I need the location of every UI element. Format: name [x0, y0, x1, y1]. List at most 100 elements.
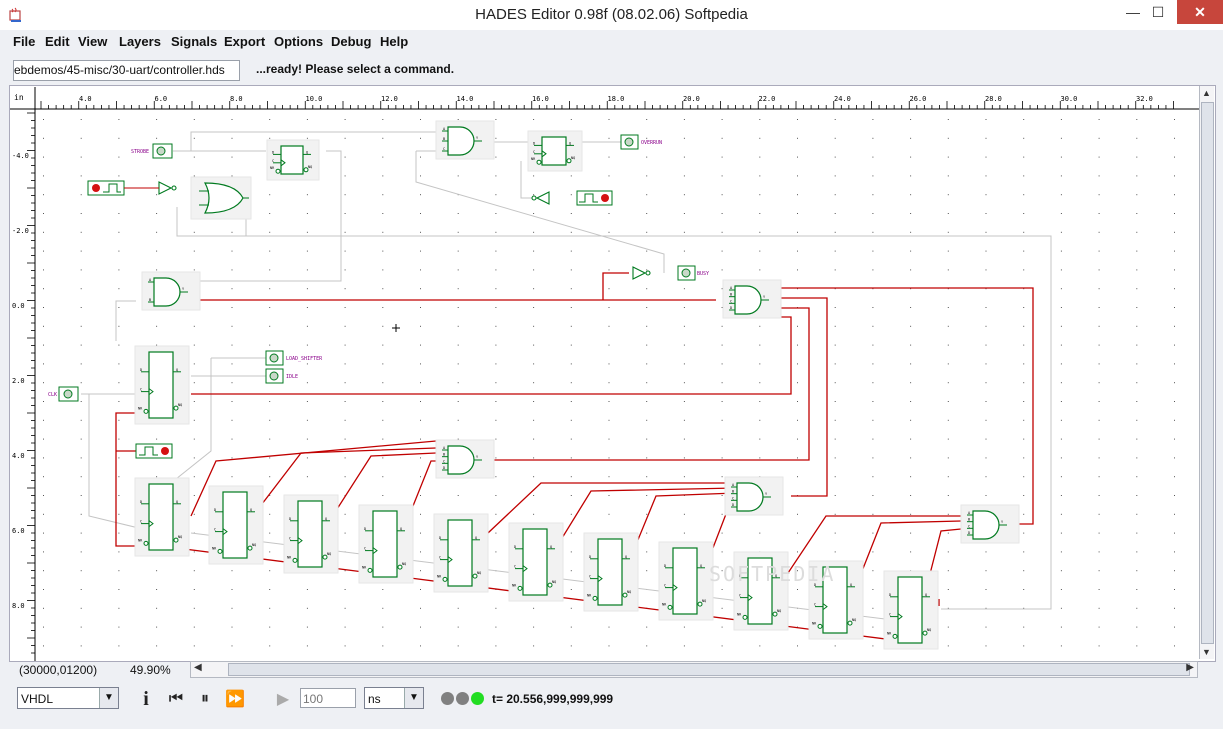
svg-text:Q: Q [569, 141, 571, 145]
time-unit-select[interactable]: ns ▼ [364, 687, 424, 709]
svg-text:A: A [732, 483, 735, 487]
ruler-x-label: 32.0 [1136, 95, 1153, 103]
svg-text:NR: NR [212, 546, 217, 550]
info-icon[interactable]: i [143, 687, 149, 710]
svg-text:B: B [732, 490, 734, 494]
svg-text:B: B [443, 453, 445, 457]
zoom-level: 49.90% [130, 663, 171, 677]
scroll-right-icon[interactable]: ▶ [1186, 662, 1194, 673]
pause-icon[interactable]: ⏸ [200, 690, 209, 707]
minimize-icon[interactable]: — [1126, 4, 1140, 20]
svg-text:D: D [664, 564, 666, 568]
scroll-left-icon[interactable]: ◀ [194, 662, 202, 673]
and-gate-state[interactable]: ABY [141, 271, 201, 311]
menu-file[interactable]: File [13, 34, 36, 49]
vertical-scrollbar[interactable]: ▲ ▼ [1199, 86, 1214, 659]
title-bar: HADES Editor 0.98f (08.02.06) Softpedia … [0, 0, 1223, 31]
svg-text:B: B [149, 298, 151, 302]
svg-text:C: C [272, 159, 274, 163]
svg-text:C: C [289, 537, 291, 541]
svg-text:D: D [443, 466, 445, 470]
menu-export[interactable]: Export [224, 34, 266, 49]
maximize-icon[interactable]: ☐ [1151, 3, 1165, 20]
svg-text:NQ: NQ [552, 580, 556, 584]
svg-text:NR: NR [138, 538, 143, 542]
horizontal-scroll-thumb[interactable] [228, 663, 1190, 676]
language-select[interactable]: VHDL ▼ [17, 687, 119, 709]
menu-signals[interactable]: Signals [171, 34, 218, 49]
menu-bar: File Edit View Layers Signals Export Opt… [0, 30, 1223, 54]
fast-forward-icon[interactable]: ⏩ [225, 691, 245, 708]
menu-view[interactable]: View [78, 34, 108, 49]
scroll-up-icon[interactable]: ▲ [1202, 88, 1211, 98]
svg-text:D: D [589, 555, 591, 559]
inverter-overrun[interactable] [531, 191, 550, 205]
idle-output[interactable]: IDLE [265, 368, 298, 384]
clk-input[interactable]: CLK [48, 386, 79, 402]
svg-text:D: D [732, 503, 734, 507]
scroll-down-icon[interactable]: ▼ [1202, 647, 1211, 657]
rewind-icon[interactable]: ⏮ [168, 690, 184, 707]
overrun-output[interactable]: OVERRUN [620, 134, 662, 150]
chevron-down-icon[interactable]: ▼ [404, 688, 423, 708]
ruler-x-label: 28.0 [985, 95, 1002, 103]
svg-text:C: C [889, 613, 891, 617]
busy-output[interactable]: BUSY [677, 265, 709, 281]
svg-text:NR: NR [531, 157, 536, 161]
menu-debug[interactable]: Debug [331, 34, 372, 49]
svg-text:NQ: NQ [927, 628, 931, 632]
svg-text:Q: Q [850, 583, 852, 587]
menu-edit[interactable]: Edit [45, 34, 70, 49]
load-shifter-output[interactable]: LOAD_SHIFTER [265, 350, 323, 366]
ruler-x-label: 22.0 [759, 95, 776, 103]
or-gate[interactable] [190, 176, 252, 220]
svg-text:D: D [968, 531, 970, 535]
pulse-switch[interactable] [135, 443, 173, 459]
reset-switch[interactable] [87, 180, 125, 196]
play-icon[interactable]: ▶ [276, 691, 290, 708]
ruler-x-label: 6.0 [155, 95, 168, 103]
menu-layers[interactable]: Layers [119, 34, 161, 49]
chevron-down-icon[interactable]: ▼ [99, 688, 118, 708]
svg-text:D: D [739, 574, 741, 578]
ruler-y-label: 4.0 [12, 452, 25, 460]
file-path-field[interactable]: ebdemos/45-misc/30-uart/controller.hds [13, 60, 240, 81]
svg-text:NR: NR [662, 602, 667, 606]
close-icon[interactable]: ✕ [1177, 0, 1223, 24]
stepsize-field[interactable]: 100 [300, 688, 356, 708]
menu-help[interactable]: Help [380, 34, 409, 49]
vertical-scroll-thumb[interactable] [1201, 102, 1214, 644]
inverter-1[interactable] [124, 181, 177, 195]
menu-options[interactable]: Options [274, 34, 324, 49]
svg-text:A: A [968, 511, 971, 515]
svg-text:Y: Y [476, 455, 479, 459]
svg-text:C: C [443, 459, 445, 463]
strobe-input[interactable]: STROBE [131, 143, 173, 159]
overrun-reset-switch[interactable] [576, 190, 613, 206]
inverter-busy[interactable] [632, 266, 651, 280]
svg-text:A: A [443, 127, 446, 131]
ruler-x-label: 18.0 [608, 95, 625, 103]
horizontal-scrollbar[interactable]: ◀ ▶ [190, 661, 1198, 678]
